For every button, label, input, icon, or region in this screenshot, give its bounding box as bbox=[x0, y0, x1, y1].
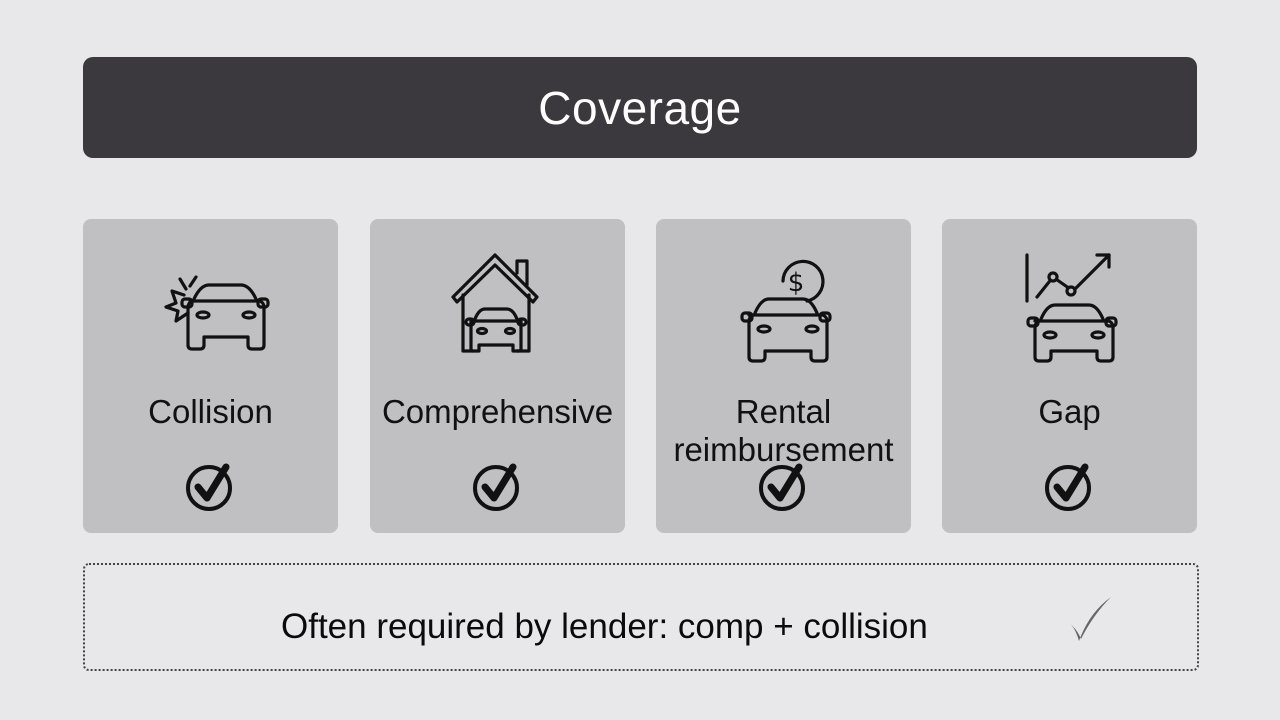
card-label: Rental reimbursement bbox=[673, 393, 894, 468]
car-dollar-icon: $ bbox=[656, 241, 911, 391]
car-house-icon bbox=[370, 241, 625, 391]
card-gap[interactable]: Gap bbox=[942, 219, 1197, 533]
card-comprehensive[interactable]: Comprehensive bbox=[370, 219, 625, 533]
check-circle-icon bbox=[1044, 463, 1091, 511]
car-collision-icon bbox=[83, 241, 338, 391]
coverage-cards: Collision Comprehensive bbox=[83, 219, 1197, 533]
card-collision[interactable]: Collision bbox=[83, 219, 338, 533]
card-label: Comprehensive bbox=[381, 393, 614, 430]
checkmark-icon bbox=[1069, 597, 1111, 641]
note-text: Often required by lender: comp + collisi… bbox=[281, 607, 928, 646]
page-title: Coverage bbox=[538, 81, 742, 134]
check-circle-icon bbox=[472, 463, 519, 511]
car-chart-icon bbox=[942, 241, 1197, 391]
coverage-header: Coverage bbox=[83, 57, 1197, 158]
card-label: Gap bbox=[1038, 393, 1101, 430]
svg-text:$: $ bbox=[787, 268, 804, 298]
check-circle-icon bbox=[185, 463, 232, 511]
check-circle-icon bbox=[758, 463, 805, 511]
lender-requirement-note: Often required by lender: comp + collisi… bbox=[83, 563, 1199, 671]
card-label: Collision bbox=[148, 393, 273, 430]
card-rental-reimbursement[interactable]: $ Rental reimbursement bbox=[656, 219, 911, 533]
